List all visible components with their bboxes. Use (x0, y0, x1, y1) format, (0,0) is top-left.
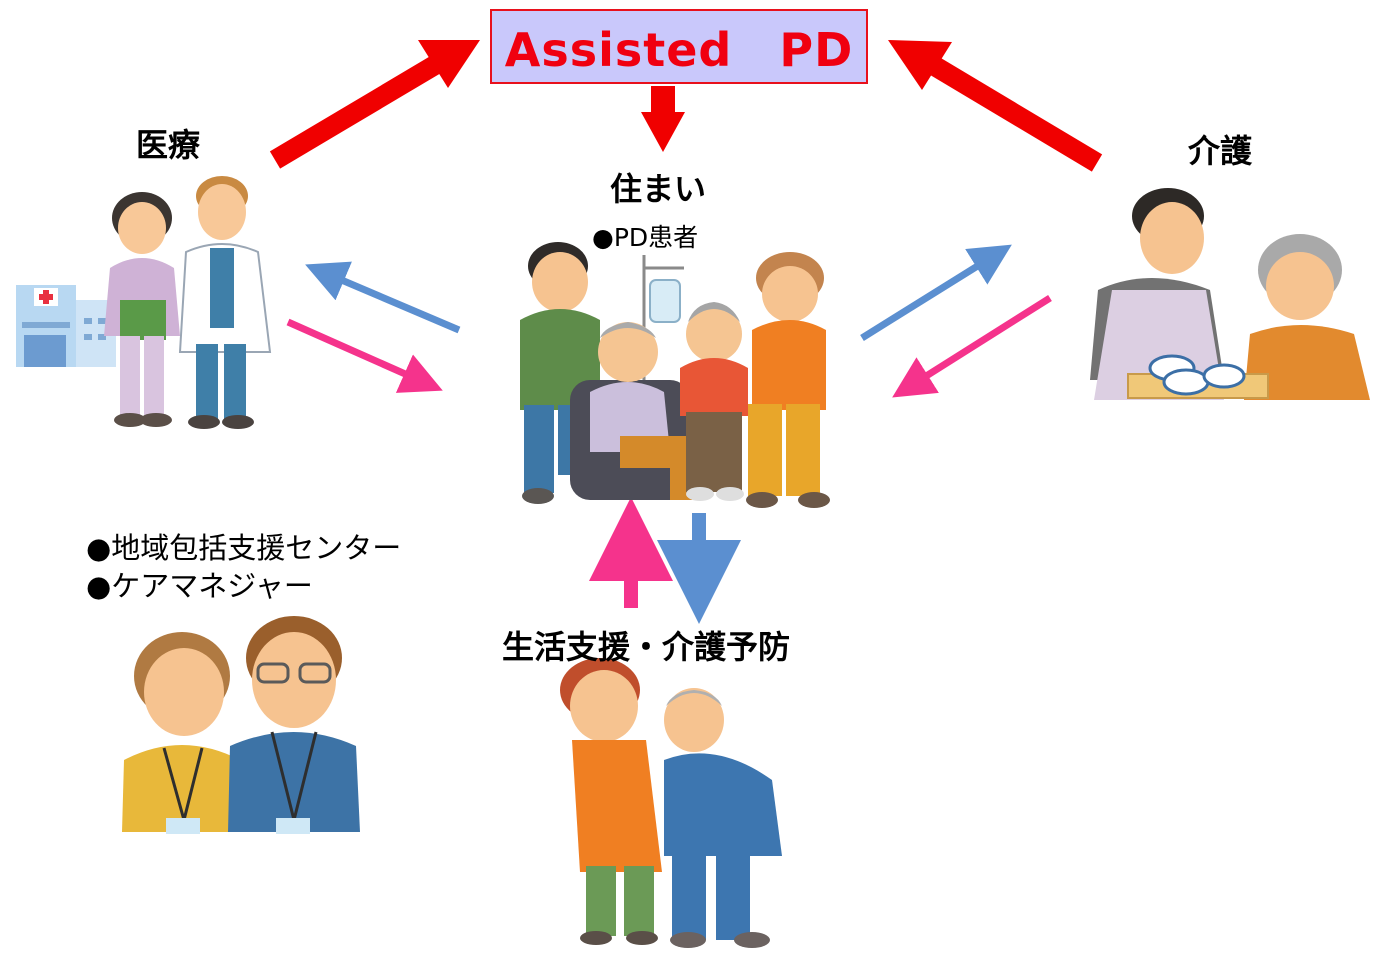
care-label: 介護 (1188, 132, 1253, 170)
blue-arrow-home-to-care (860, 244, 1012, 341)
medical-staff-illustration (16, 176, 272, 429)
community-center-note: ●地域包括支援センター (86, 531, 402, 565)
red-arrow-care-to-title (888, 40, 1103, 172)
pink-arrow-care-to-home (892, 295, 1052, 398)
red-arrow-title-to-home (641, 86, 685, 152)
assisted-pd-title: Assisted PD (504, 22, 854, 77)
home-label: 住まい (610, 170, 707, 208)
care-manager-note: ●ケアマネジャー (86, 569, 313, 603)
assisted-pd-title-box: Assisted PD (490, 9, 868, 84)
caregiver-illustration (1090, 188, 1370, 400)
support-label: 生活支援・介護予防 (502, 628, 791, 666)
medical-label: 医療 (136, 126, 201, 164)
support-helper-illustration (560, 658, 782, 948)
care-manager-illustration (122, 616, 360, 834)
pd-patient-note: ●PD患者 (592, 223, 699, 252)
pink-arrow-medical-to-home (286, 318, 443, 393)
blue-arrow-home-to-medical (305, 261, 461, 334)
red-arrow-medical-to-title (269, 40, 480, 169)
family-home-illustration (520, 242, 830, 508)
